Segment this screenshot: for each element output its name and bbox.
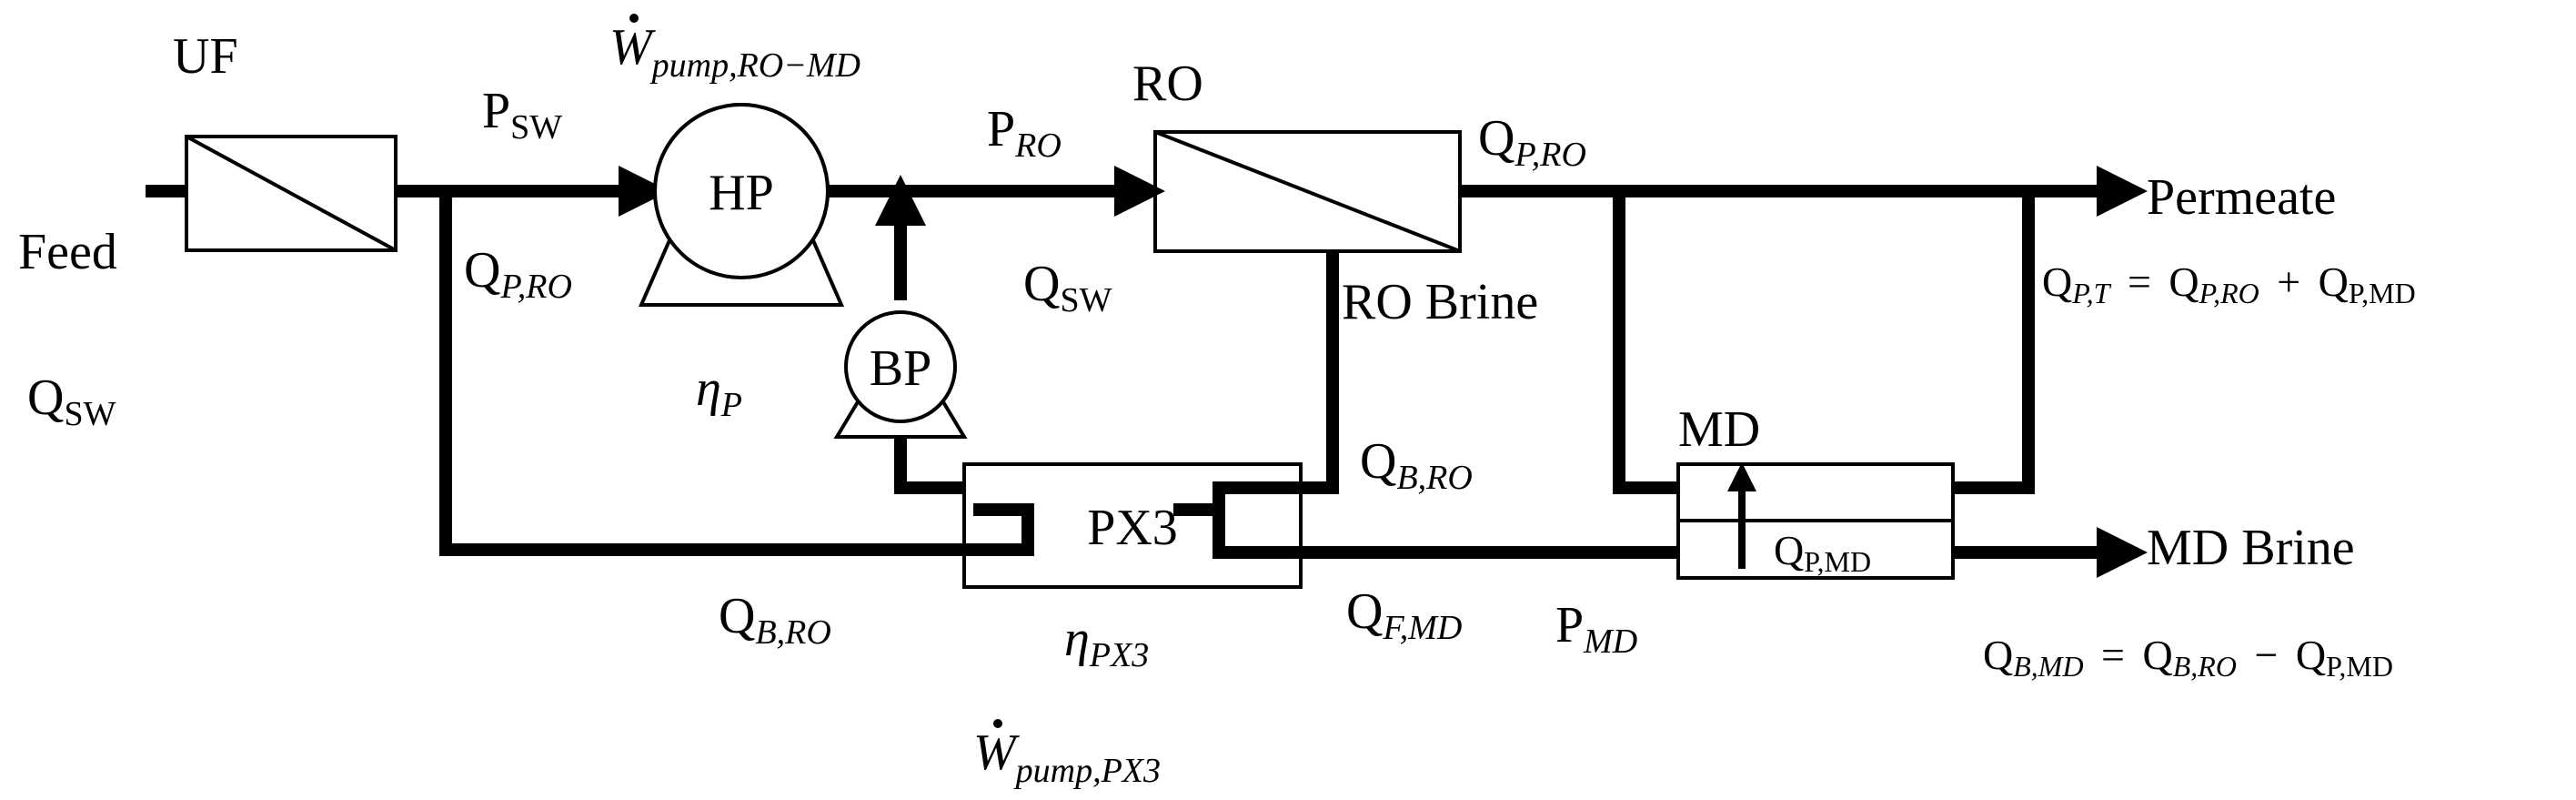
p-sw-label: PSW xyxy=(482,83,562,147)
ro-brine-label: RO Brine xyxy=(1342,274,1538,330)
bp-pump xyxy=(833,310,968,439)
w-pump-px3-label: Wpump,PX3 xyxy=(973,724,1161,790)
q-p-ro-right-label: QP,RO xyxy=(1478,110,1586,174)
ro-label: RO xyxy=(1132,56,1203,112)
q-sw-middle-label: QSW xyxy=(1023,256,1112,319)
md-brine-equation: QB,MD = QB,RO − QP,MD xyxy=(1983,632,2393,685)
eta-p-label: ηP xyxy=(696,360,742,424)
q-f-md-label: QF,MD xyxy=(1346,583,1462,647)
hp-label: HP xyxy=(709,165,774,221)
q-p-ro-left-label: QP,RO xyxy=(464,242,572,306)
q-sw-feed-label: QSW xyxy=(27,370,116,433)
md-unit xyxy=(1676,462,1955,580)
md-brine-label: MD Brine xyxy=(2147,520,2355,576)
ro-unit xyxy=(1153,130,1462,253)
permeate-label: Permeate xyxy=(2147,169,2336,226)
seawater-to-px3-pipe xyxy=(439,191,1034,556)
q-b-ro-bottom-label: QB,RO xyxy=(719,588,831,652)
uf-unit xyxy=(185,135,397,252)
w-pump-ro-md-label: Wpump,RO−MD xyxy=(609,19,860,85)
bp-label: BP xyxy=(870,340,932,397)
px3-brine-inlet-pipe xyxy=(1173,488,1225,516)
md-label: MD xyxy=(1678,401,1760,458)
md-right-to-permeate-pipe xyxy=(1953,191,2035,494)
px3-unit xyxy=(962,462,1303,589)
hp-pump xyxy=(638,103,845,307)
w-pump-ro-md-dot xyxy=(629,14,639,23)
px3-brine-outlet-pipe xyxy=(1213,529,1301,559)
p-ro-label: PRO xyxy=(987,101,1062,165)
q-p-md-label: QP,MD xyxy=(1774,527,1871,578)
permeate-total-equation: QP,T = QP,RO + QP,MD xyxy=(2042,258,2416,312)
px3-to-bp-pipe xyxy=(894,437,964,494)
uf-label: UF xyxy=(173,28,238,85)
ro-brine-to-px3-pipe xyxy=(1213,251,1339,529)
w-pump-px3-dot xyxy=(993,719,1002,728)
permeate-to-md-left-pipe xyxy=(1613,191,1678,494)
p-md-label: PMD xyxy=(1555,597,1637,661)
feed-label: Feed xyxy=(18,224,117,280)
q-b-ro-right-label: QB,RO xyxy=(1360,433,1473,497)
eta-px3-label: ηPX3 xyxy=(1064,611,1149,674)
px3-label: PX3 xyxy=(1087,500,1178,556)
